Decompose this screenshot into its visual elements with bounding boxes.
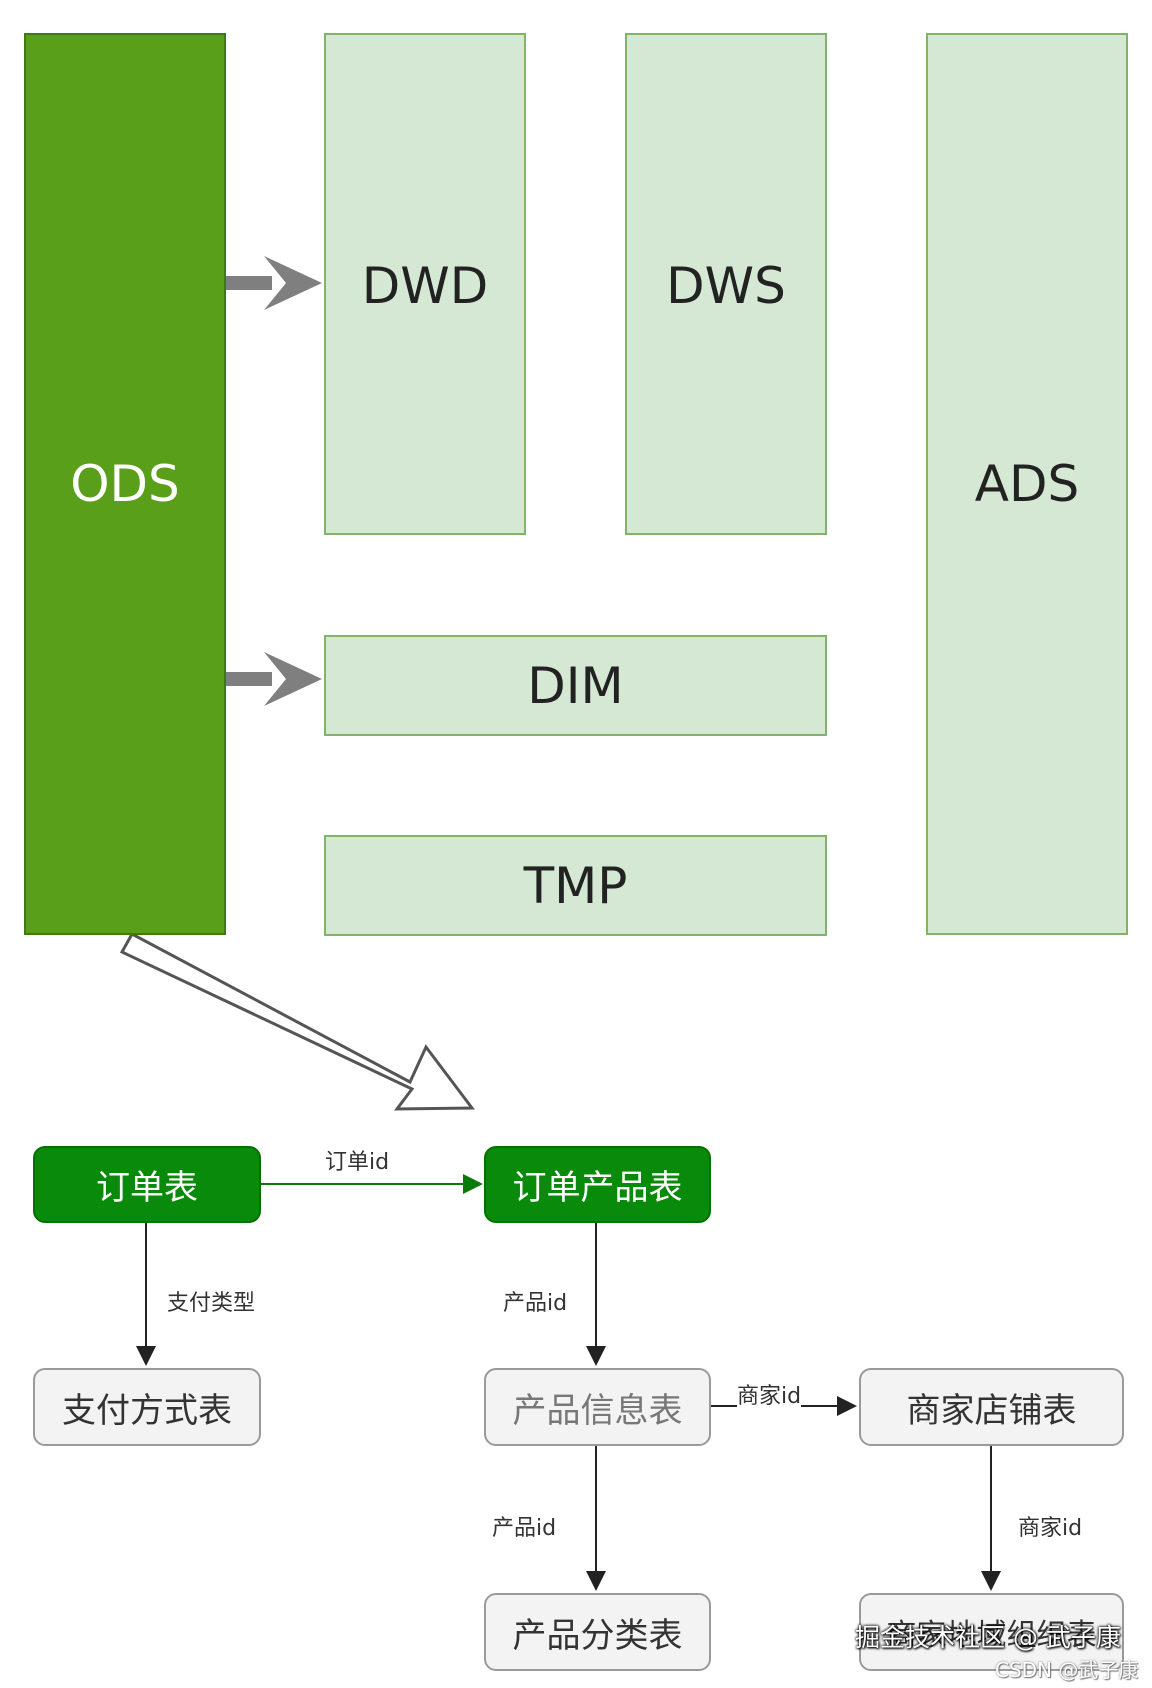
edge-label-merchant-id-2: 商家id [1018, 1510, 1083, 1542]
edge-label-product-id-2: 产品id [492, 1510, 557, 1542]
payment-method-table-node: 支付方式表 [33, 1368, 261, 1446]
ads-label: ADS [974, 455, 1080, 513]
ads-layer: ADS [926, 33, 1128, 935]
merchant-shop-table-node: 商家店铺表 [859, 1368, 1124, 1446]
dwd-layer: DWD [324, 33, 526, 535]
edge-label-payment-type: 支付类型 [167, 1285, 256, 1317]
tmp-label: TMP [523, 856, 628, 915]
merchant-shop-table-label: 商家店铺表 [906, 1390, 1077, 1431]
edge-label-product-id-1: 产品id [503, 1285, 568, 1317]
product-category-table-label: 产品分类表 [512, 1615, 683, 1656]
ods-label: ODS [70, 455, 180, 513]
merchant-region-table-node: 商家地域组织表 [859, 1593, 1124, 1671]
product-info-table-label: 产品信息表 [512, 1390, 683, 1431]
edge-label-merchant-id-1: 商家id [737, 1378, 802, 1410]
watermark-csdn: CSDN @武子康 [995, 1658, 1139, 1682]
payment-method-table-label: 支付方式表 [62, 1390, 232, 1431]
ods-to-dwd-arrow [224, 256, 322, 310]
watermark-juejin: 掘金技术社区 @ 武子康 [855, 1623, 1121, 1652]
dwd-label: DWD [361, 257, 489, 315]
order-table-label: 订单表 [96, 1168, 198, 1208]
order-table-node: 订单表 [33, 1146, 261, 1223]
edge-label-order-id: 订单id [325, 1144, 390, 1176]
hollow-arrow [119, 931, 475, 1111]
product-info-table-node: 产品信息表 [484, 1368, 711, 1446]
ods-to-dim-arrow [224, 652, 322, 706]
dim-layer: DIM [324, 635, 827, 736]
order-product-table-node: 订单产品表 [484, 1146, 711, 1223]
order-product-table-label: 订单产品表 [512, 1168, 683, 1208]
merchant-region-table-label: 商家地域组织表 [886, 1618, 1097, 1653]
ods-layer: ODS [24, 33, 226, 935]
dim-label: DIM [527, 656, 624, 715]
tmp-layer: TMP [324, 835, 827, 936]
dws-label: DWS [666, 257, 786, 315]
product-category-table-node: 产品分类表 [484, 1593, 711, 1671]
dws-layer: DWS [625, 33, 827, 535]
